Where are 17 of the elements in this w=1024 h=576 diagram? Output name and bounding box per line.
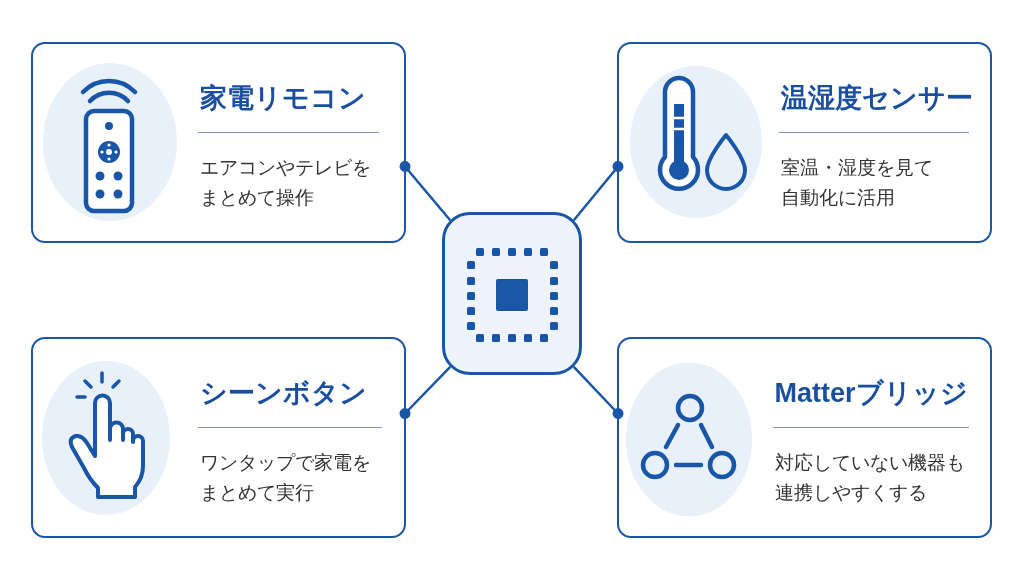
card-title: シーンボタン bbox=[199, 376, 367, 410]
card bbox=[31, 337, 406, 538]
connector-line bbox=[399, 365, 452, 419]
card-title: 温湿度センサー bbox=[780, 81, 973, 115]
card-title: 家電リモコン bbox=[199, 81, 366, 115]
card-title: Matterブリッジ bbox=[774, 376, 968, 410]
card-text: エアコンやテレビをまとめて操作 bbox=[199, 155, 372, 210]
connector-line bbox=[399, 161, 452, 221]
hub-box bbox=[442, 212, 582, 375]
card-text: 室温・湿度を見て自動化に活用 bbox=[780, 155, 934, 210]
card bbox=[617, 337, 992, 538]
card bbox=[617, 42, 992, 243]
connector-line bbox=[572, 161, 624, 221]
connector-line bbox=[572, 365, 624, 419]
card bbox=[31, 42, 406, 243]
card-text: 対応していない機器も連携しやすくする bbox=[774, 450, 966, 505]
card-text: ワンタップで家電をまとめて実行 bbox=[199, 450, 372, 505]
